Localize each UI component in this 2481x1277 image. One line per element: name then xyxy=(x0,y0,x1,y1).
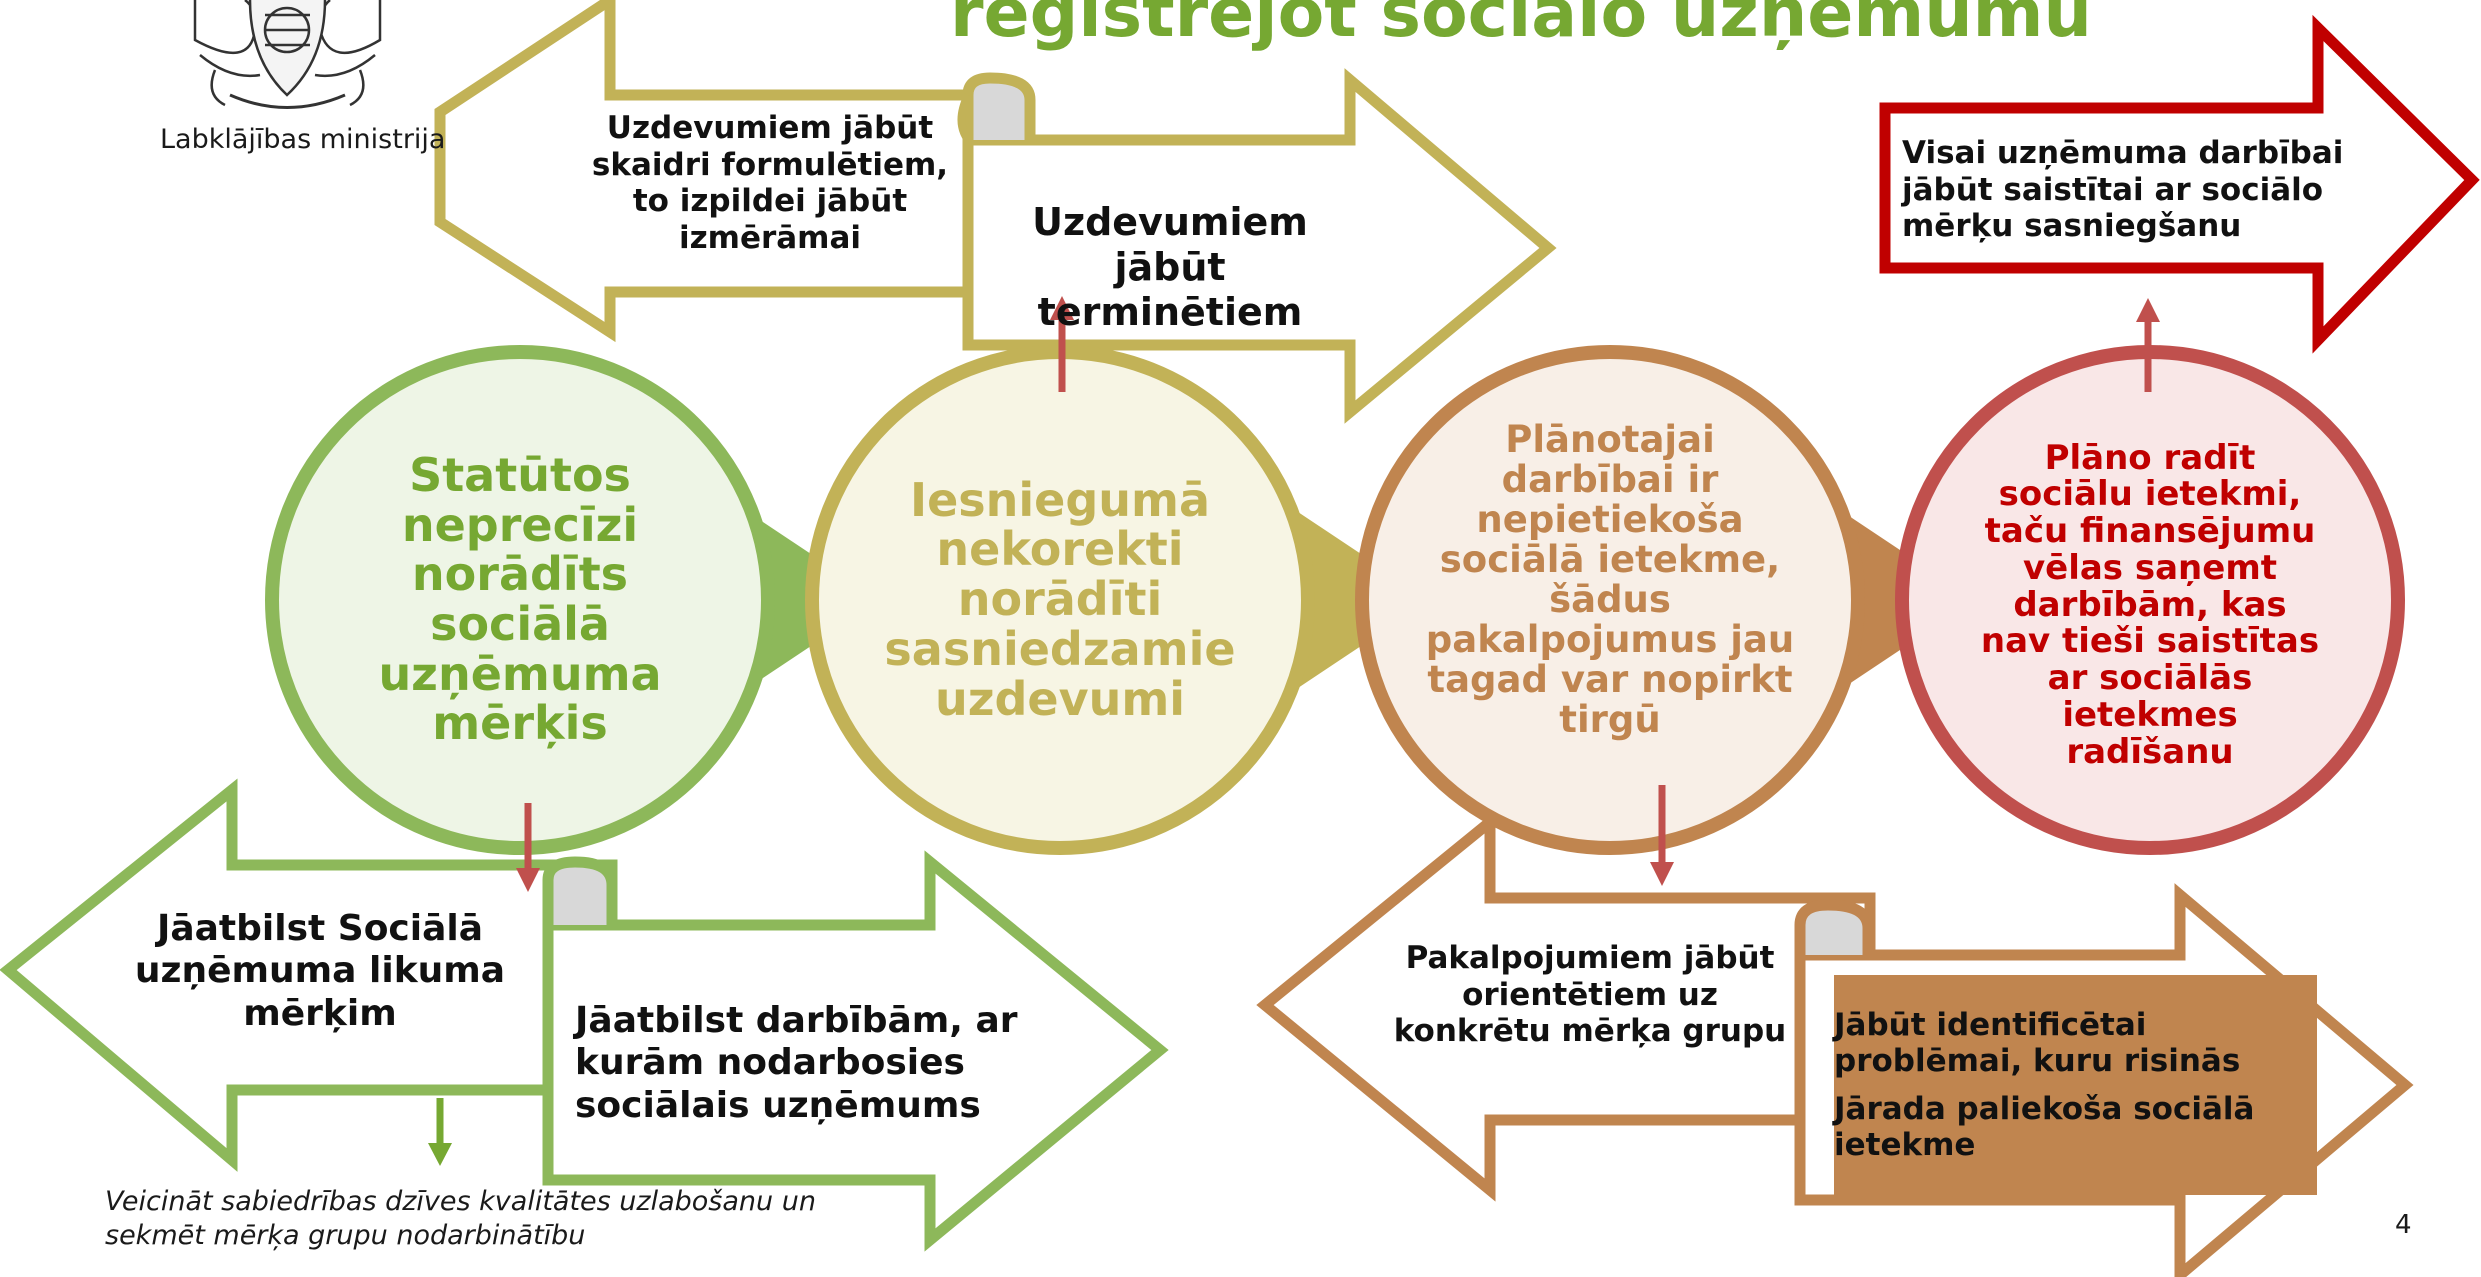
brown-right-arrow xyxy=(1794,883,2414,1277)
circle-brown xyxy=(1355,345,1975,855)
green-left-text: Jāatbilst Sociālā uzņēmuma likuma mērķim xyxy=(134,908,506,1034)
red-right-arrow xyxy=(1879,14,2480,354)
connector-arrow-down-green xyxy=(516,803,540,892)
red-right-text: Visai uzņēmuma darbībai jābūt saistītai … xyxy=(1902,135,2344,245)
brown-right-text-1: Jābūt identificētai problēmai, kuru risi… xyxy=(1834,1007,2241,1079)
olive-right-arrow xyxy=(957,68,1557,424)
connector-arrow-up-red xyxy=(2136,298,2160,392)
circle-brown-text: Plānotajai darbībai ir nepietiekoša soci… xyxy=(1425,418,1795,741)
green-right-arrow xyxy=(542,850,1169,1252)
circle-green-text: Statūtos neprecīzi norādīts sociālā uzņē… xyxy=(378,447,662,751)
circle-olive-text: Iesniegumā nekorekti norādīti sasniedzam… xyxy=(884,472,1236,726)
circle-green xyxy=(265,345,880,855)
ministry-name: Labklājības ministrija xyxy=(160,124,446,155)
coat-of-arms-icon xyxy=(193,0,382,109)
page-title: reģistrējot sociālo uzņēmumu xyxy=(950,0,2092,53)
brown-left-text: Pakalpojumiem jābūt orientētiem uz konkr… xyxy=(1393,940,1787,1050)
circle-olive xyxy=(805,345,1430,855)
circle-red-text: Plāno radīt sociālu ietekmi, taču finans… xyxy=(1980,437,2320,772)
olive-right-text: Uzdevumiem jābūt terminētiem xyxy=(1032,200,1308,334)
page-number: 4 xyxy=(2395,1210,2412,1240)
brown-fill-box xyxy=(1834,975,2317,1195)
brown-right-text-2: Jārada paliekoša sociālā ietekme xyxy=(1834,1091,2255,1163)
connector-arrow-down-brown xyxy=(1650,785,1674,886)
green-right-text: Jāatbilst darbībām, ar kurām nodarbosies… xyxy=(575,1000,1018,1126)
connector-arrow-up-olive xyxy=(1050,296,1074,392)
olive-left-text: Uzdevumiem jābūt skaidri formulētiem, to… xyxy=(591,110,949,256)
footnote: Veicināt sabiedrības dzīves kvalitātes u… xyxy=(105,1186,816,1251)
connector-arrow-down-footnote xyxy=(428,1098,452,1166)
